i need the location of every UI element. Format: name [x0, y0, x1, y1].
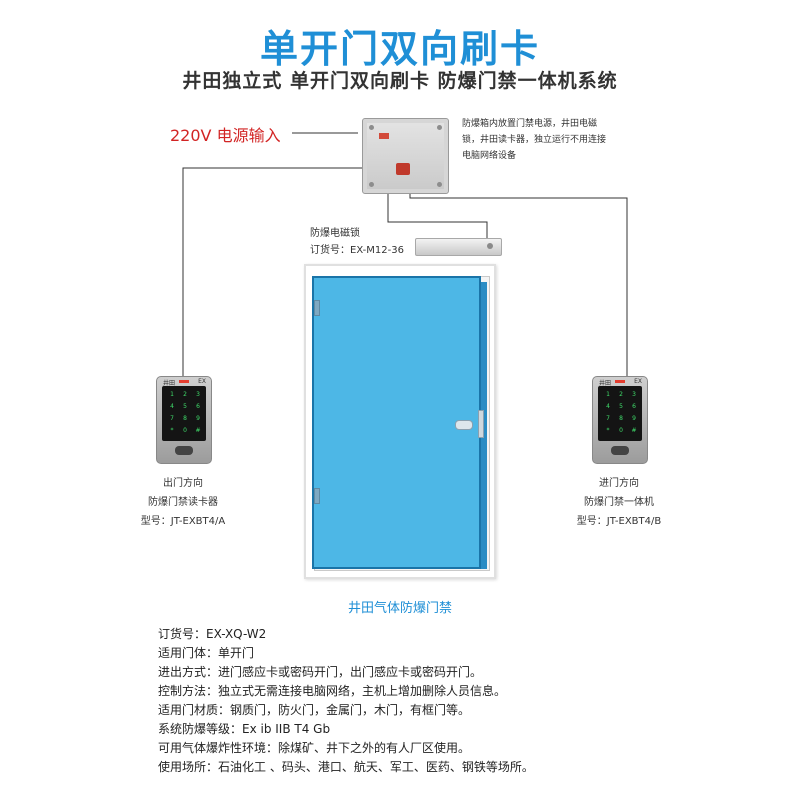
- door-caption: 井田气体防爆门禁: [347, 601, 452, 616]
- keypad-key-icon: 2: [619, 391, 623, 398]
- reader-right-model: 型号：JT-EXBT4/B: [576, 516, 662, 527]
- keypad-key-icon: 4: [606, 403, 610, 410]
- keypad-key-icon: 1: [606, 391, 610, 398]
- keypad-key-icon: 4: [170, 403, 174, 410]
- door-leaf: [312, 276, 481, 569]
- wire-box-to-right-reader: [409, 192, 628, 376]
- keypad-key-icon: 5: [619, 403, 623, 410]
- keypad-reader-left: 井田 EX 1 2 3 4 5 6 7 8 9 * 0 #: [156, 376, 212, 464]
- keypad-key-icon: 6: [632, 403, 636, 410]
- keypad-key-icon: 9: [196, 415, 200, 422]
- reader-right-direction: 进门方向: [599, 478, 639, 489]
- keypad-key-icon: 3: [632, 391, 636, 398]
- keypad-key-icon: 7: [170, 415, 174, 422]
- keypad-key-icon: 5: [183, 403, 187, 410]
- warning-tag: [379, 133, 389, 139]
- controller-box-note: 防爆箱内放置门禁电源，井田电磁锁，井田读卡器，独立运行不用连接电脑网络设备: [462, 119, 607, 161]
- keypad-key-icon: 9: [632, 415, 636, 422]
- reader-brand: 井田: [599, 380, 612, 387]
- ex-mark: EX: [198, 378, 206, 385]
- keypad-key-icon: 0: [183, 427, 187, 434]
- spec-list: 订货号：EX-XQ-W2 适用门体：单开门 进出方式：进门感应卡或密码开门，出门…: [158, 625, 534, 777]
- page-title: 单开门双向刷卡: [259, 27, 540, 71]
- spec-line: 适用门材质：钢质门，防火门，金属门，木门，有框门等。: [158, 703, 471, 717]
- wire-box-to-maglock: [387, 192, 488, 238]
- keypad-key-icon: 0: [619, 427, 623, 434]
- spec-line: 进出方式：进门感应卡或密码开门，出门感应卡或密码开门。: [158, 665, 483, 679]
- spec-line: 使用场所：石油化工 、码头、港口、航天、军工、医药、钢铁等场所。: [158, 760, 534, 774]
- keypad-screen: 1 2 3 4 5 6 7 8 9 * 0 #: [598, 386, 642, 441]
- status-led-icon: [179, 380, 189, 383]
- card-slot-icon: [175, 446, 193, 455]
- explosion-proof-box: [362, 118, 449, 194]
- spec-line: 系统防爆等级：Ex ib IIB T4 Gb: [158, 722, 331, 736]
- hinge-icon: [314, 488, 320, 504]
- maglock-indicator-icon: [487, 243, 493, 249]
- keypad-key-icon: 2: [183, 391, 187, 398]
- bolt-icon: [369, 182, 374, 187]
- reader-brand: 井田: [163, 380, 176, 387]
- keypad-key-icon: 8: [619, 415, 623, 422]
- page-subtitle: 井田独立式 单开门双向刷卡 防爆门禁一体机系统: [182, 70, 618, 92]
- reader-right-caption: 进门方向 防爆门禁一体机 型号：JT-EXBT4/B: [556, 474, 682, 531]
- bolt-icon: [369, 125, 374, 130]
- reader-right-name: 防爆门禁一体机: [584, 497, 654, 508]
- power-switch-icon: [396, 163, 410, 175]
- door-handle-icon: [455, 420, 473, 430]
- keypad-key-icon: 6: [196, 403, 200, 410]
- keypad-key-icon: *: [606, 427, 610, 434]
- strike-plate: [478, 410, 484, 438]
- keypad-key-icon: 3: [196, 391, 200, 398]
- keypad-key-icon: 7: [606, 415, 610, 422]
- maglock-model: 订货号：EX-M12-36: [310, 245, 404, 256]
- keypad-key-icon: *: [170, 427, 174, 434]
- spec-line: 可用气体爆炸性环境：除煤矿、井下之外的有人厂区使用。: [158, 741, 471, 755]
- spec-line: 适用门体：单开门: [158, 646, 255, 660]
- spec-line: 控制方法：独立式无需连接电脑网络，主机上增加删除人员信息。: [158, 684, 507, 698]
- card-slot-icon: [611, 446, 629, 455]
- keypad-key-icon: 1: [170, 391, 174, 398]
- keypad-reader-right: 井田 EX 1 2 3 4 5 6 7 8 9 * 0 #: [592, 376, 648, 464]
- keypad-key-icon: #: [195, 427, 201, 434]
- power-input-label: 220V 电源输入: [170, 126, 281, 145]
- maglock-name: 防爆电磁锁: [310, 228, 360, 239]
- keypad-key-icon: 8: [183, 415, 187, 422]
- reader-left-direction: 出门方向: [163, 478, 203, 489]
- hinge-icon: [314, 300, 320, 316]
- status-led-icon: [615, 380, 625, 383]
- keypad-screen: 1 2 3 4 5 6 7 8 9 * 0 #: [162, 386, 206, 441]
- keypad-key-icon: #: [631, 427, 637, 434]
- reader-left-caption: 出门方向 防爆门禁读卡器 型号：JT-EXBT4/A: [120, 474, 246, 531]
- reader-left-name: 防爆门禁读卡器: [148, 497, 218, 508]
- bolt-icon: [437, 125, 442, 130]
- bolt-icon: [437, 182, 442, 187]
- reader-left-model: 型号：JT-EXBT4/A: [140, 516, 226, 527]
- wire-box-to-left-reader: [182, 167, 362, 376]
- magnetic-lock: [415, 238, 502, 256]
- door-edge: [481, 282, 487, 569]
- spec-line: 订货号：EX-XQ-W2: [158, 627, 267, 641]
- ex-mark: EX: [634, 378, 642, 385]
